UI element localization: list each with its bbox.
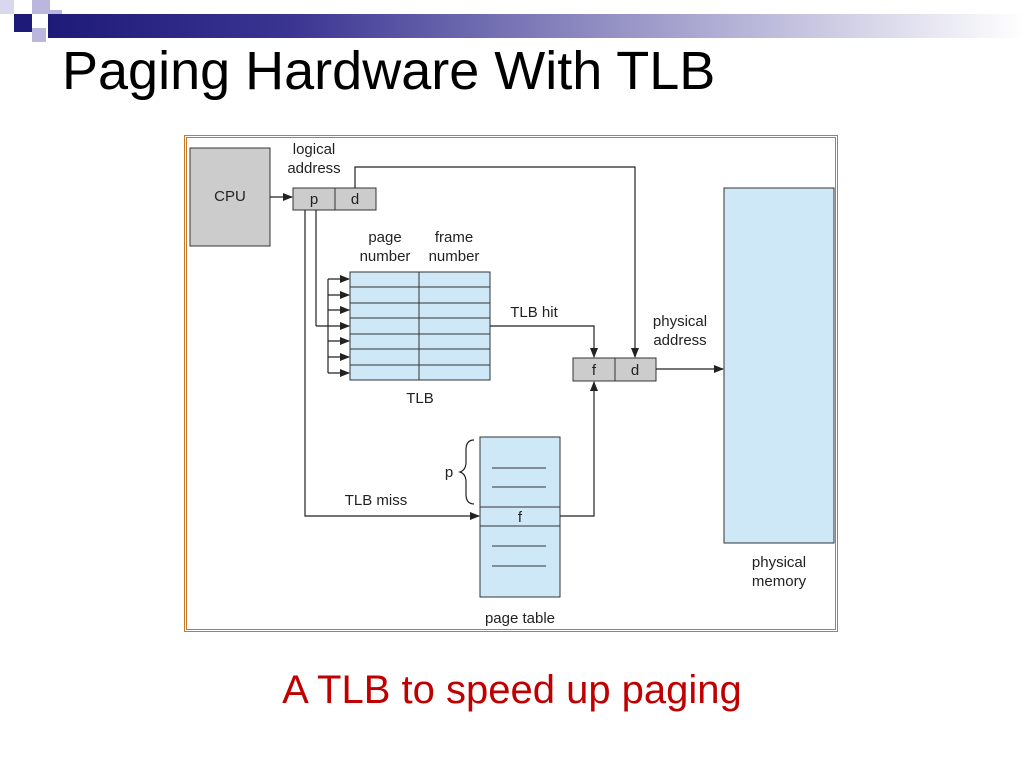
physical-memory-label-line1: physical	[752, 554, 806, 571]
page-table-to-physical-path	[560, 381, 598, 517]
physical-address-label-line1: physical	[653, 313, 707, 330]
logical-d: d	[351, 191, 359, 208]
tlb-col-page-2: number	[360, 248, 411, 265]
tlb-miss-path	[304, 210, 480, 520]
page-table-f: f	[518, 509, 523, 526]
slide-caption: A TLB to speed up paging	[282, 668, 742, 712]
tlb-miss-label: TLB miss	[345, 492, 408, 509]
physical-d: d	[631, 362, 639, 379]
page-table-p: p	[445, 464, 453, 481]
physical-memory-label-line2: memory	[752, 573, 807, 590]
logical-address-label-line2: address	[287, 160, 340, 177]
tlb-table	[349, 271, 491, 381]
physical-f: f	[592, 362, 597, 379]
header-bar	[48, 14, 1024, 38]
cpu-label: CPU	[214, 188, 246, 205]
physical-address-label-line2: address	[653, 332, 706, 349]
logical-p: p	[310, 191, 318, 208]
tlb-hit-label: TLB hit	[510, 304, 558, 321]
tlb-col-page-1: page	[368, 229, 401, 246]
slide-title: Paging Hardware With TLB	[62, 41, 716, 101]
logical-address-label-line1: logical	[293, 141, 336, 158]
cpu-box	[189, 147, 271, 247]
tlb-hit-path	[490, 325, 598, 358]
page-table-brace	[458, 439, 475, 505]
tlb-col-frame-1: frame	[435, 229, 473, 246]
tlb-col-frame-2: number	[429, 248, 480, 265]
offset-path	[354, 166, 639, 358]
page-table-label: page table	[485, 610, 555, 627]
tlb-label: TLB	[406, 390, 434, 407]
page-table	[479, 436, 561, 598]
physical-memory-box	[723, 187, 835, 544]
